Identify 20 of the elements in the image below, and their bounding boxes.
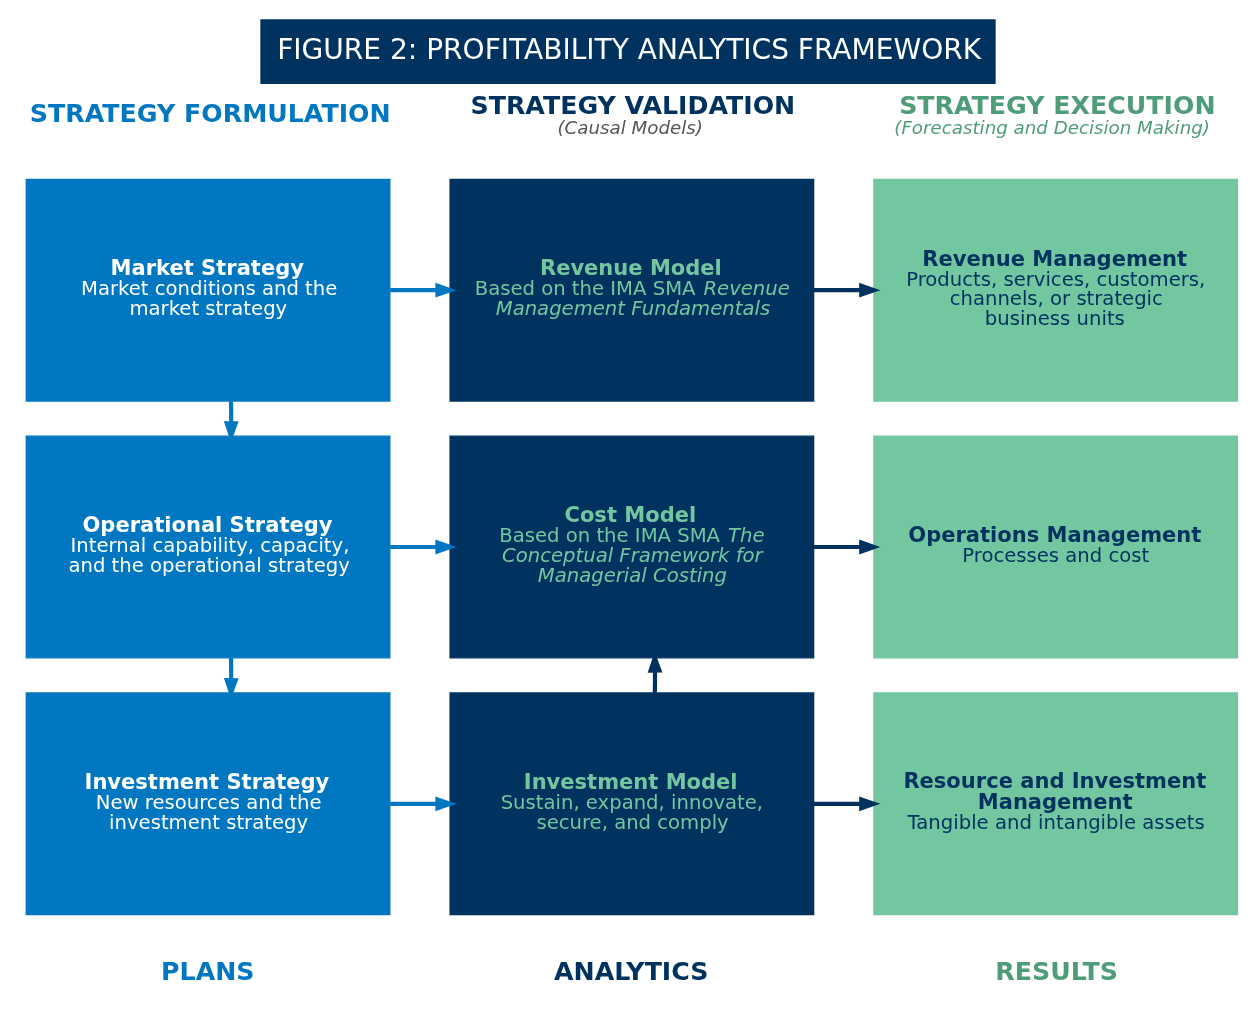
node-box: Investment Model Sustain, expand, innovate, secure, and comply [448, 692, 814, 916]
label: STRATEGY FORMULATION [29, 98, 391, 128]
node-box: Operations Management Processes and cost [872, 435, 1238, 659]
label: RESULTS [994, 956, 1118, 986]
diagram-title: FIGURE 2: PROFITABILITY ANALYTICS FRAMEWORK [276, 32, 981, 66]
node-box: Operational Strategy Internal capability, capacity, and the operational strategy [25, 435, 390, 659]
node-box: Cost Model Based on the IMA SMA The Conceptual Framework for Managerial Costing [448, 435, 814, 659]
arrow [813, 539, 880, 555]
arrow [813, 282, 880, 298]
node-box: Revenue Management Products, services, customers, channels, or strategic business units [872, 178, 1238, 402]
node-box: Resource and Investment Management Tangible and intangible assets [872, 692, 1238, 916]
node-box: Investment Strategy New resources and the investment strategy [25, 692, 390, 916]
node-box: Revenue Model Based on the IMA SMA Revenue Management Fundamentals [448, 178, 814, 402]
arrow [813, 796, 880, 812]
label: PLANS [160, 956, 255, 986]
arrow [389, 539, 456, 555]
arrow [389, 796, 456, 812]
arrow [389, 282, 456, 298]
node-box: Market Strategy Market conditions and the market strategy [25, 178, 390, 402]
label: ANALYTICS [553, 956, 708, 986]
